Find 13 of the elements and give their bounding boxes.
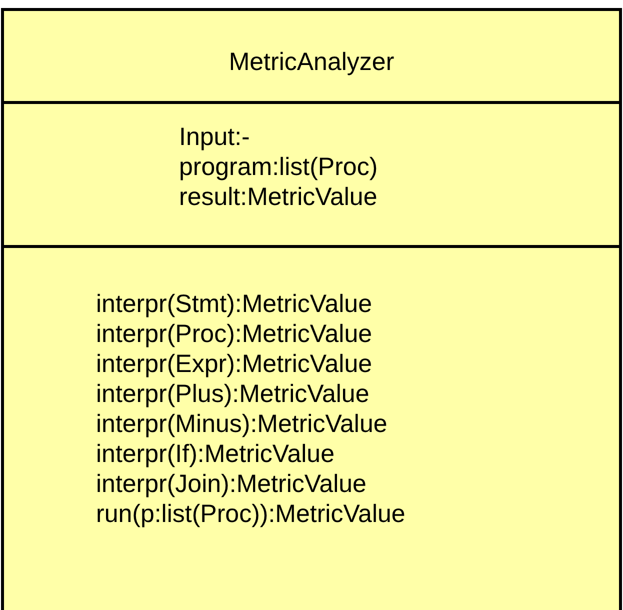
method-text: interpr(Plus):MetricValue [96, 379, 370, 409]
class-box [1, 8, 622, 610]
class-name: MetricAnalyzer [228, 47, 396, 77]
method-text: interpr(Stmt):MetricValue [96, 289, 372, 319]
method-text: interpr(Proc):MetricValue [96, 319, 372, 349]
method-text: interpr(Join):MetricValue [96, 469, 366, 499]
attribute-text: result:MetricValue [179, 182, 378, 212]
method-text: interpr(If):MetricValue [96, 439, 334, 469]
attribute-text: program:list(Proc) [179, 152, 378, 182]
method-text: interpr(Expr):MetricValue [96, 349, 372, 379]
attribute-text: Input:- [179, 122, 250, 152]
method-text: run(p:list(Proc)):MetricValue [96, 499, 406, 529]
method-text: interpr(Minus):MetricValue [96, 409, 388, 439]
